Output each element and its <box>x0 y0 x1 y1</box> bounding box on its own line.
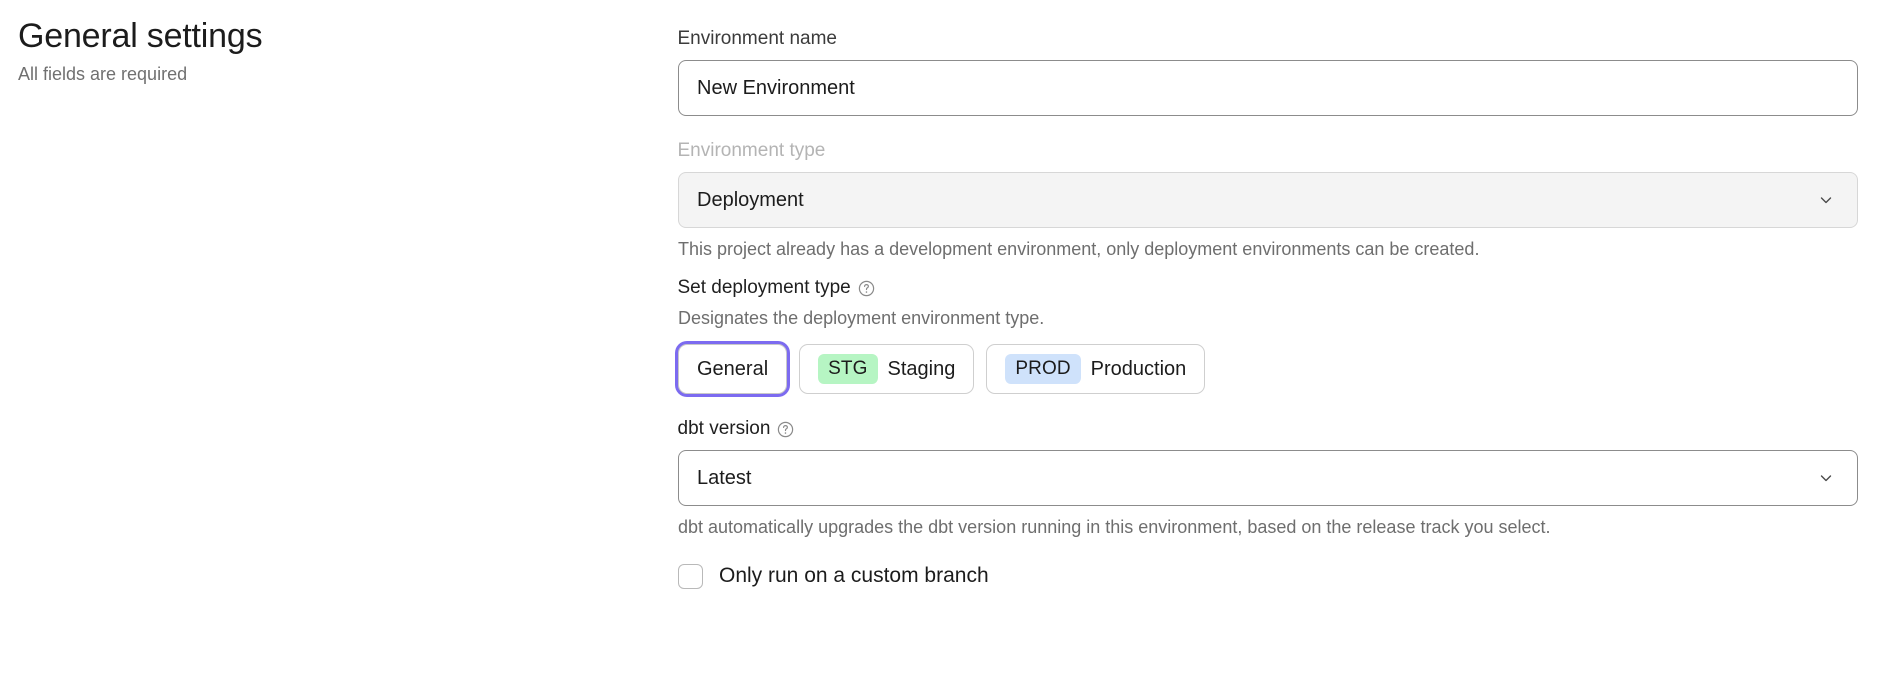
page-title: General settings <box>18 17 263 55</box>
settings-form: Environment name Environment type Deploy… <box>678 26 1858 589</box>
deployment-type-label: Set deployment type <box>677 277 851 298</box>
custom-branch-label: Only run on a custom branch <box>719 564 989 587</box>
environment-type-select-value: Deployment <box>678 172 1858 228</box>
dbt-version-field: dbt version Latest dbt automatica <box>678 416 1858 539</box>
question-mark-circle-icon[interactable] <box>858 280 875 297</box>
production-badge: PROD <box>1005 354 1081 384</box>
dbt-version-select-value: Latest <box>678 450 1858 506</box>
dbt-version-label-row: dbt version <box>678 416 1858 442</box>
deployment-type-label-row: Set deployment type <box>678 275 1858 301</box>
environment-name-input[interactable] <box>678 60 1858 116</box>
deployment-type-option-general[interactable]: General <box>678 344 788 394</box>
settings-header: General settings All fields are required <box>18 14 618 86</box>
environment-type-label: Environment type <box>677 140 826 161</box>
deployment-type-description: Designates the deployment environment ty… <box>678 308 1045 328</box>
question-mark-circle-icon[interactable] <box>777 421 794 438</box>
deployment-type-option-production[interactable]: PROD Production <box>986 344 1206 394</box>
deployment-type-option-staging[interactable]: STG Staging <box>799 344 975 394</box>
environment-type-select[interactable]: Deployment <box>678 172 1858 228</box>
dbt-version-help-text: dbt automatically upgrades the dbt versi… <box>678 517 1551 537</box>
custom-branch-row: Only run on a custom branch <box>678 563 1858 589</box>
deployment-type-field: Set deployment type Designates the deplo… <box>678 275 1858 394</box>
deployment-type-option-staging-label: Staging <box>887 357 956 380</box>
deployment-type-option-general-label: General <box>697 357 769 380</box>
environment-type-field: Environment type Deployment This project… <box>678 138 1858 261</box>
environment-type-help-text: This project already has a development e… <box>678 239 1480 259</box>
environment-name-field: Environment name <box>678 26 1858 116</box>
dbt-version-label: dbt version <box>677 418 771 439</box>
deployment-type-option-production-label: Production <box>1090 357 1187 380</box>
custom-branch-checkbox[interactable] <box>678 563 703 589</box>
deployment-type-options: General STG Staging PROD Production <box>678 344 1858 394</box>
dbt-version-select[interactable]: Latest <box>678 450 1858 506</box>
page-subtitle: All fields are required <box>18 64 188 84</box>
staging-badge: STG <box>818 354 878 384</box>
environment-name-label: Environment name <box>677 28 837 49</box>
